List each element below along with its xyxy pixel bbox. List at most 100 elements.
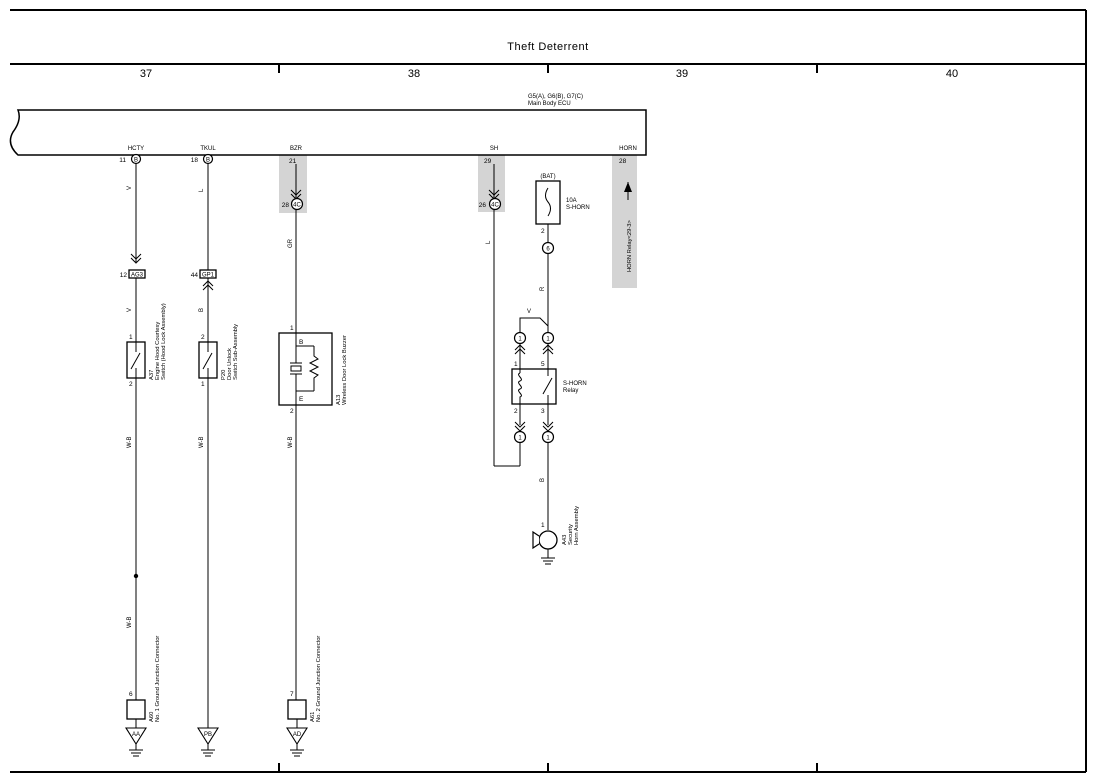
relay-pin-2: 2 [514, 408, 518, 415]
a61-line1: No. 2 Ground Junction Connector [316, 636, 322, 722]
junction-a44-pin: 44 [191, 272, 199, 279]
fuse-out-conn: 6 [546, 247, 550, 253]
terminal-tkul-conn-label: B [206, 158, 210, 164]
wire-hcty-bot2: W-B [127, 616, 133, 628]
terminal-tkul-conn [202, 153, 214, 165]
circuit-tkul [197, 164, 219, 757]
relay-conn-c3: 1 [518, 436, 522, 442]
a61-code: A61 [310, 712, 316, 722]
junction-a44-conn: GP1 [202, 273, 215, 279]
ground-aa: AA [132, 732, 140, 738]
shade-horn [612, 155, 637, 288]
terminal-horn-label: HORN [619, 146, 637, 152]
relay-pin-1: 1 [514, 361, 518, 368]
p20-pin-top: 2 [201, 334, 205, 341]
a37-pin-bot: 2 [129, 381, 133, 388]
a13-pin-bot: 2 [290, 408, 294, 415]
a60-line1: No. 1 Ground Junction Connector [155, 636, 161, 722]
a13-line1: Wireless Door Lock Buzzer [342, 335, 348, 405]
terminal-tkul-label: TKUL [200, 146, 216, 152]
relay-pin-3: 3 [541, 408, 545, 415]
relay-conn-c2: 1 [546, 337, 550, 343]
p20-code: P20 [221, 370, 227, 380]
terminal-sh-label: SH [490, 146, 498, 152]
grid-col-37: 37 [140, 68, 152, 80]
relay-pin-5: 5 [541, 361, 545, 368]
a13-e: E [299, 396, 304, 403]
wire-hcty-top: V [127, 186, 133, 190]
frame [10, 9, 1087, 773]
terminal-bzr-pin: 21 [289, 158, 297, 165]
horn-output [624, 182, 632, 200]
a13-pin-top: 1 [290, 325, 294, 332]
fuse-s-horn [535, 180, 561, 332]
a13-b: B [299, 339, 303, 346]
ground-ad: AD [293, 732, 302, 738]
junction-a12-conn: AG3 [131, 273, 144, 279]
ground-pb: PB [204, 732, 212, 738]
junction-j26-pin: 26 [479, 202, 487, 209]
a61-pin: 7 [290, 691, 294, 698]
terminal-horn-pin: 28 [619, 158, 627, 165]
relay-box [511, 368, 557, 405]
grid-col-39: 39 [676, 68, 688, 80]
ecu-codes: G5(A), G6(B), G7(C) [528, 94, 583, 100]
wire-relay-in: V [527, 309, 531, 315]
relay-conn-c1: 1 [518, 337, 522, 343]
p20-line1: Door Unlock [227, 348, 233, 380]
wire-tkul-bot: W-B [199, 436, 205, 448]
terminal-tkul-pin: 18 [191, 157, 199, 164]
a43-pin: 1 [541, 522, 545, 529]
a60-pin: 6 [129, 691, 133, 698]
a13-code: A13 [336, 395, 342, 405]
grid-col-38: 38 [408, 68, 420, 80]
wire-tkul-top: L [199, 188, 205, 192]
circuit-hcty [125, 164, 147, 757]
terminal-hcty-label: HCTY [128, 146, 144, 152]
fuse-supply: (BAT) [540, 174, 555, 180]
circuit-sh [488, 164, 521, 467]
wire-fuse-out: R [540, 286, 546, 291]
terminal-hcty-conn-label: B [134, 158, 138, 164]
wire-sh: L [486, 240, 492, 244]
wire-horn: B [540, 478, 546, 482]
terminal-hcty-conn [130, 153, 142, 165]
p20-line2: Switch Sub-Assembly [233, 324, 239, 380]
junction-a12-pin: 12 [120, 272, 128, 279]
ecu-name: Main Body ECU [528, 101, 571, 107]
a60-code: A60 [149, 712, 155, 722]
fuse-pin: 2 [541, 228, 545, 235]
wire-tkul-mid: B [199, 308, 205, 312]
fuse-name: S-HORN [566, 205, 590, 211]
p20-pin-bot: 1 [201, 381, 205, 388]
terminal-hcty-pin: 11 [119, 157, 126, 164]
wire-bzr-top: GR [288, 238, 294, 248]
diagram-title: Theft Deterrent [507, 41, 588, 53]
a37-code: A37 [149, 370, 155, 380]
security-horn [532, 530, 558, 565]
horn-ref: HORN Relay<29-3> [627, 220, 633, 272]
relay-conn-c4: 1 [546, 436, 550, 442]
main-body-ecu: G5(A), G6(B), G7(C) Main Body ECU [9, 94, 647, 156]
wire-hcty-mid: V [127, 308, 133, 312]
terminal-bzr-label: BZR [290, 146, 303, 152]
junction-j28-pin: 28 [282, 202, 290, 209]
splice-point [133, 573, 139, 579]
junction-j26-conn: 4C [491, 203, 499, 209]
circuit-bzr [278, 164, 333, 757]
a43-line1: Security [568, 524, 574, 545]
a43-line2: Horn Assembly [574, 506, 580, 545]
relay-name1: S-HORN [563, 381, 587, 387]
junction-j28-conn: 4C [293, 203, 301, 209]
a37-line1: Engine Hood Courtesy [155, 322, 161, 380]
a37-line2: Switch (Hood Lock Assembly) [161, 303, 167, 380]
fuse-rating: 10A [566, 198, 577, 204]
a43-code: A43 [562, 535, 568, 545]
terminal-sh-pin: 29 [484, 158, 492, 165]
a37-pin-top: 1 [129, 334, 133, 341]
wire-hcty-bot: W-B [127, 436, 133, 448]
a13-buzzer-box [278, 332, 333, 406]
s-horn-relay [511, 317, 557, 530]
wire-bzr-bot: W-B [288, 436, 294, 448]
grid-col-40: 40 [946, 68, 958, 80]
